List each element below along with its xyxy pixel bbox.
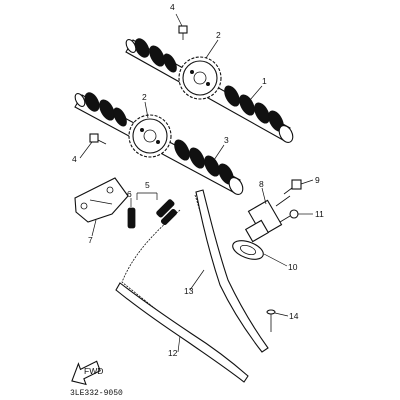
- tensioner-bolt-part: [283, 179, 302, 195]
- callout-2-upper: 2: [216, 30, 221, 40]
- fwd-arrow-label: FWD: [84, 366, 103, 376]
- sprocket-bolt-lower: [89, 133, 107, 145]
- chain-guide-top-part: [74, 177, 129, 223]
- drawing-code: 3LE332-9050: [70, 389, 123, 398]
- callout-2-lower: 2: [142, 92, 147, 102]
- callout-9: 9: [315, 175, 320, 185]
- callout-6: 6: [127, 189, 132, 199]
- callout-14: 14: [289, 311, 299, 321]
- callout-12: 12: [168, 348, 178, 358]
- callout-4-lower: 4: [72, 154, 77, 164]
- chain-link-part: [127, 199, 178, 229]
- callout-5: 5: [145, 180, 150, 190]
- callout-7: 7: [88, 235, 93, 245]
- chain-guide-exhaust-part: [115, 282, 249, 383]
- chain-tensioner-part: [244, 195, 291, 243]
- chain-guide-intake-part: [195, 189, 269, 353]
- cam-sprocket-upper: [178, 56, 222, 100]
- tensioner-gasket-part: [232, 240, 264, 260]
- callout-labels: 4 2 1 2 3 4 5 6 7 8 9 10 11 12 13 14: [72, 2, 324, 358]
- callout-4-upper: 4: [170, 2, 175, 12]
- fwd-arrow-icon: FWD: [71, 360, 103, 386]
- tensioner-screw-part: [279, 209, 299, 223]
- leader-lines: [79, 13, 314, 353]
- callout-13: 13: [184, 286, 194, 296]
- callout-3: 3: [224, 135, 229, 145]
- callout-1: 1: [262, 76, 267, 86]
- callout-8: 8: [259, 179, 264, 189]
- sprocket-bolt-upper: [178, 25, 188, 40]
- callout-11: 11: [315, 209, 324, 219]
- guide-bolt-part: [266, 309, 276, 332]
- cam-sprocket-lower: [128, 114, 172, 158]
- callout-10: 10: [288, 262, 298, 272]
